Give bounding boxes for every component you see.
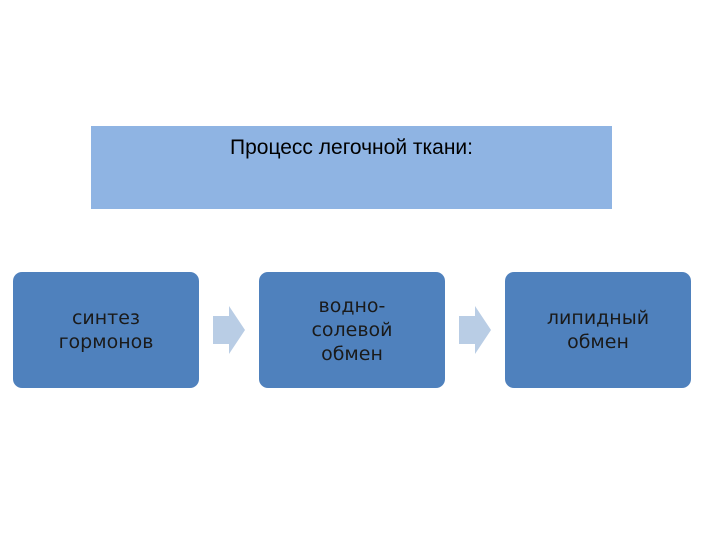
diagram-title: Процесс легочной ткани:: [230, 136, 473, 159]
arrow-right-icon: [459, 306, 491, 354]
arrow-right-icon: [213, 306, 245, 354]
title-bar: Процесс легочной ткани:: [91, 126, 612, 209]
